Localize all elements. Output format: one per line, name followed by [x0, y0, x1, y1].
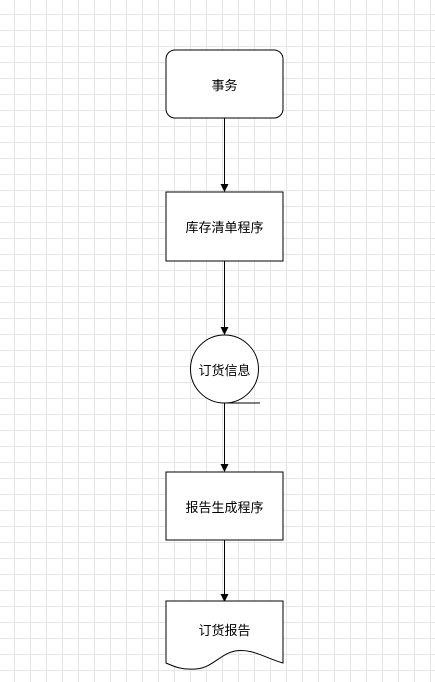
- start-node-shape[interactable]: [165, 49, 284, 119]
- order-report-node-shape[interactable]: [165, 600, 284, 670]
- inventory-program-node-shape[interactable]: [165, 191, 284, 262]
- report-program-node-shape[interactable]: [165, 471, 284, 541]
- order-info-node-shape[interactable]: [190, 334, 259, 404]
